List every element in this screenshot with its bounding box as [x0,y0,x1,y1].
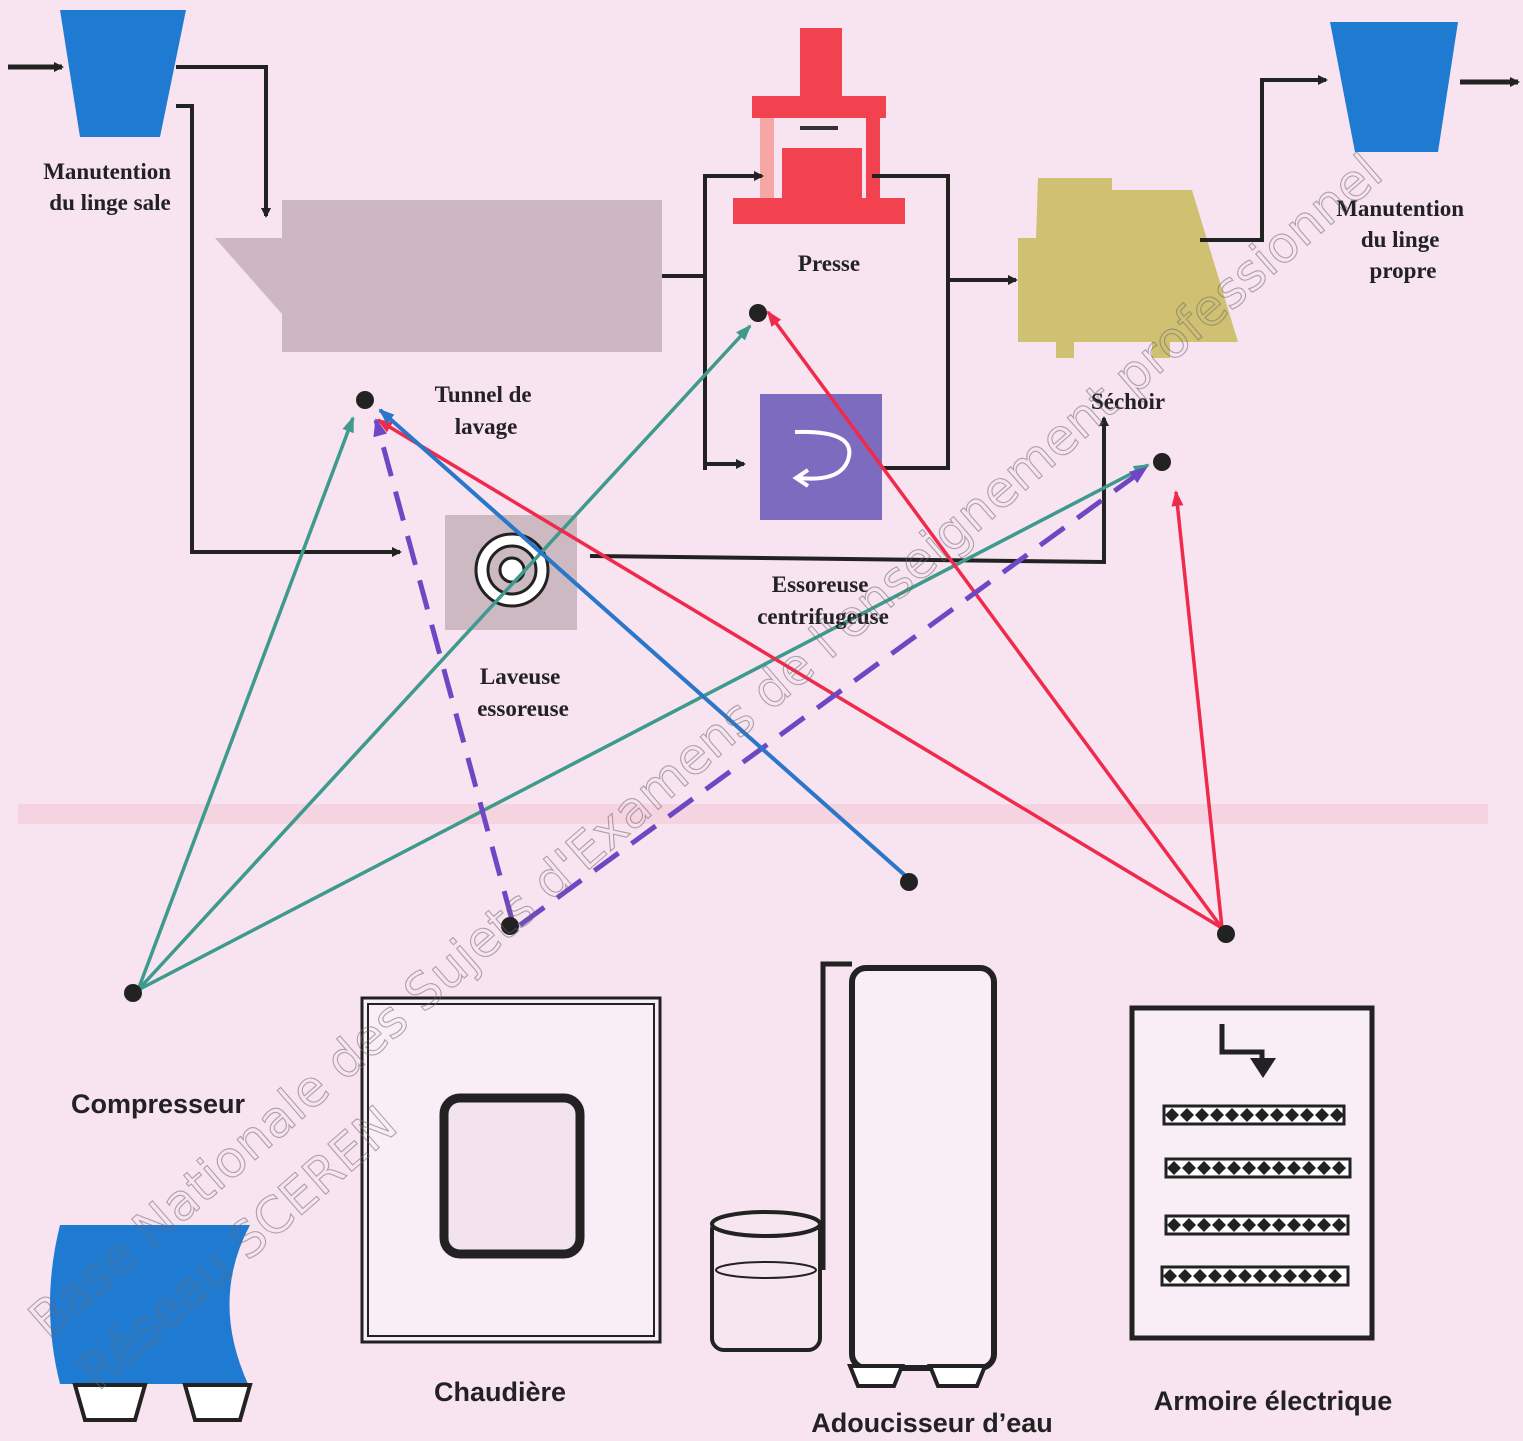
dryer-machine [1018,178,1238,358]
cabinet-pattern-diamond [1212,1161,1226,1175]
cabinet-pattern-diamond [1300,1108,1314,1122]
cabinet-pattern-diamond [1180,1108,1194,1122]
cabinet-pattern-diamond [1227,1218,1241,1232]
label-dryer: Séchoir [1091,389,1165,414]
cabinet-pattern-diamond [1257,1218,1271,1232]
laundry-flow [8,62,1520,565]
cabinet-pattern-diamond [1242,1161,1256,1175]
cabinet-pattern-diamond [1330,1108,1344,1122]
cabinet-pattern-diamond [1255,1108,1269,1122]
cabinet-pattern-diamond [1182,1161,1196,1175]
press-machine [733,28,905,224]
cabinet-pattern-diamond [1298,1269,1312,1283]
cabinet-pattern-diamond [1223,1269,1237,1283]
cabinet-pattern-diamond [1197,1218,1211,1232]
cabinet-pattern-diamond [1238,1269,1252,1283]
boiler-unit [360,996,662,1344]
label-centrifugal-spinner: Essoreuse centrifugeuse [757,572,889,629]
cabinet-pattern-diamond [1268,1269,1282,1283]
cabinet-pattern-diamond [1317,1218,1331,1232]
cabinet-pattern-diamond [1195,1108,1209,1122]
cabinet-pattern-diamond [1315,1108,1329,1122]
electrical-cabinet [1129,1005,1375,1341]
label-water-softener: Adoucisseur d’eau [811,1408,1053,1438]
water-softener-unit [710,961,997,1388]
cabinet-pattern-diamond [1178,1269,1192,1283]
cabinet-pattern-diamond [1272,1161,1286,1175]
cabinet-pattern-diamond [1210,1108,1224,1122]
cabinet-pattern-diamond [1317,1161,1331,1175]
cabinet-pattern-diamond [1212,1218,1226,1232]
label-clean-laundry-handling: Manutention du linge propre [1336,196,1470,283]
label-washing-tunnel: Tunnel de lavage [435,382,538,439]
clean-laundry-bin [1330,22,1458,152]
cabinet-pattern-diamond [1287,1218,1301,1232]
cabinet-pattern-diamond [1240,1108,1254,1122]
cabinet-pattern-diamond [1302,1218,1316,1232]
cabinet-pattern-diamond [1242,1218,1256,1232]
cabinet-pattern-diamond [1270,1108,1284,1122]
electrical-links [376,310,1224,930]
cabinet-pattern-diamond [1328,1269,1342,1283]
cabinet-pattern-diamond [1272,1218,1286,1232]
compressor-unit [50,1225,253,1422]
label-dirty-laundry-handling: Manutention du linge sale [43,159,177,215]
fold-line [18,804,1488,824]
cabinet-pattern-diamond [1197,1161,1211,1175]
cabinet-pattern-diamond [1332,1218,1346,1232]
boiler-links [373,418,1148,928]
dirty-laundry-bin [60,10,186,137]
label-press: Presse [798,251,860,276]
cabinet-pattern-diamond [1287,1161,1301,1175]
cabinet-pattern-diamond [1167,1161,1181,1175]
cabinet-pattern-diamond [1253,1269,1267,1283]
centrifugal-spinner [760,394,882,520]
cabinet-pattern-diamond [1257,1161,1271,1175]
cabinet-pattern-diamond [1167,1218,1181,1232]
cabinet-pattern-diamond [1225,1108,1239,1122]
label-compressor: Compresseur [71,1089,246,1119]
cabinet-pattern-diamond [1163,1269,1177,1283]
label-electrical-cabinet: Armoire électrique [1154,1386,1393,1416]
cabinet-pattern-diamond [1165,1108,1179,1122]
connection-points [124,304,1235,1002]
cabinet-pattern-diamond [1193,1269,1207,1283]
cabinet-pattern-diamond [1332,1161,1346,1175]
cabinet-pattern-diamond [1182,1218,1196,1232]
cabinet-pattern-diamond [1283,1269,1297,1283]
cabinet-pattern-diamond [1227,1161,1241,1175]
washing-tunnel [215,200,662,352]
label-washer-extractor: Laveuse essoreuse [477,664,569,721]
washer-extractor [445,515,577,630]
cabinet-pattern-diamond [1208,1269,1222,1283]
cabinet-pattern-diamond [1302,1161,1316,1175]
cabinet-pattern-diamond [1313,1269,1327,1283]
softener-links [378,408,910,880]
label-boiler: Chaudière [434,1377,566,1407]
cabinet-pattern-diamond [1285,1108,1299,1122]
compressor-links [136,324,1150,992]
